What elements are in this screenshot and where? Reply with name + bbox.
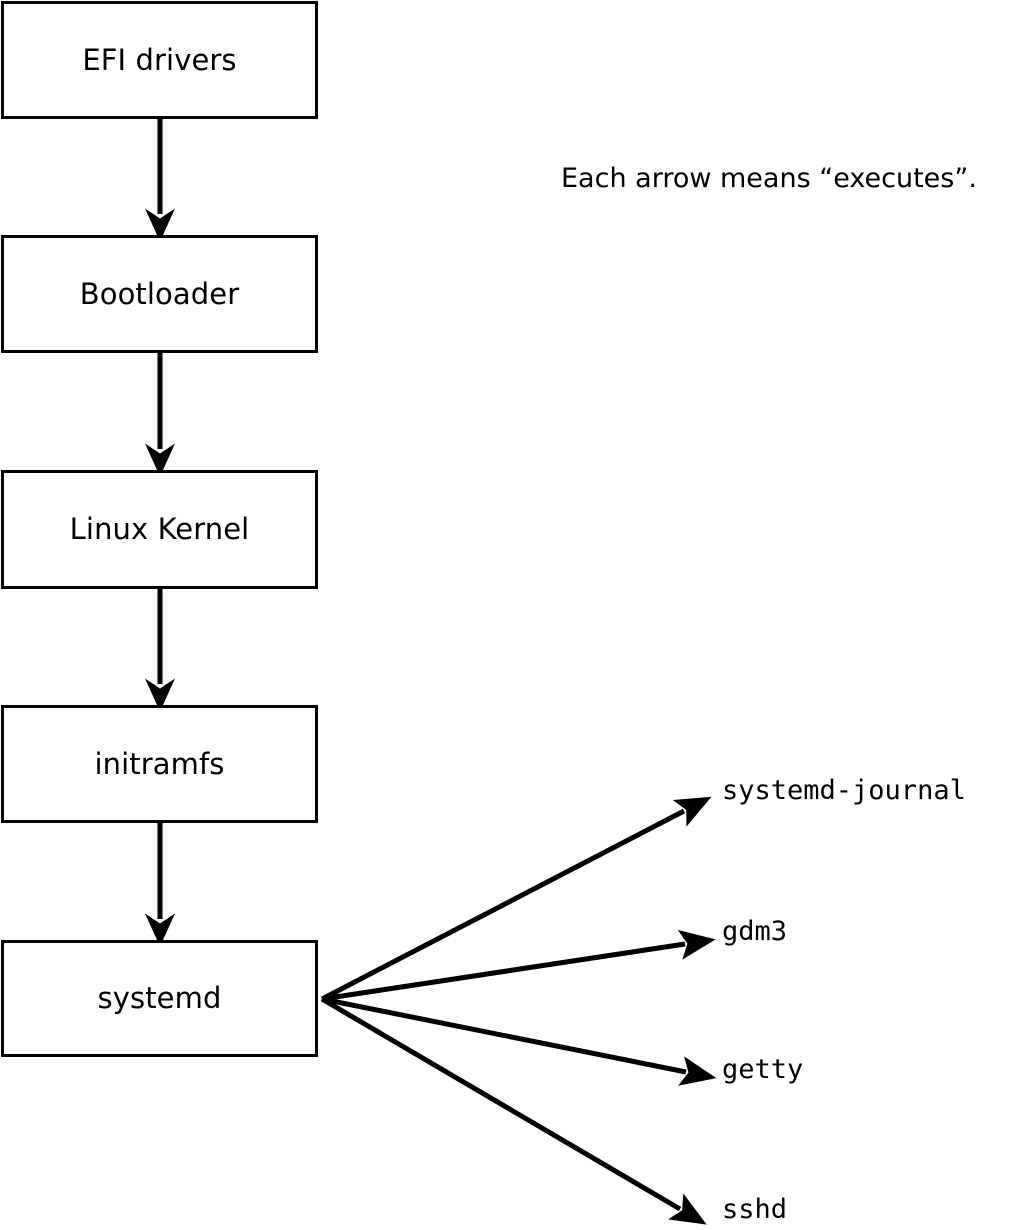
- fan-arrow-getty: [321, 996, 717, 1086]
- fan-arrow-sshd: [320, 996, 707, 1225]
- node-linux-kernel-label: Linux Kernel: [69, 512, 250, 546]
- node-bootloader[interactable]: Bootloader: [1, 235, 318, 353]
- service-label-gdm3[interactable]: gdm3: [722, 916, 788, 947]
- node-systemd[interactable]: systemd: [1, 940, 318, 1057]
- node-bootloader-label: Bootloader: [79, 276, 240, 311]
- node-initramfs[interactable]: initramfs: [1, 705, 318, 823]
- node-efi-drivers-label: EFI drivers: [82, 42, 237, 77]
- node-systemd-label: systemd: [97, 981, 222, 1015]
- service-label-systemd-journal[interactable]: systemd-journal: [722, 775, 966, 806]
- service-label-getty[interactable]: getty: [722, 1054, 804, 1085]
- fan-arrow-systemd-journal: [320, 796, 712, 1002]
- node-initramfs-label: initramfs: [94, 746, 225, 781]
- service-label-sshd[interactable]: sshd: [722, 1194, 788, 1225]
- fan-arrow-gdm3: [321, 929, 716, 1002]
- diagram-caption: Each arrow means “executes”.: [561, 163, 977, 194]
- node-linux-kernel[interactable]: Linux Kernel: [1, 470, 318, 589]
- node-efi-drivers[interactable]: EFI drivers: [1, 1, 318, 119]
